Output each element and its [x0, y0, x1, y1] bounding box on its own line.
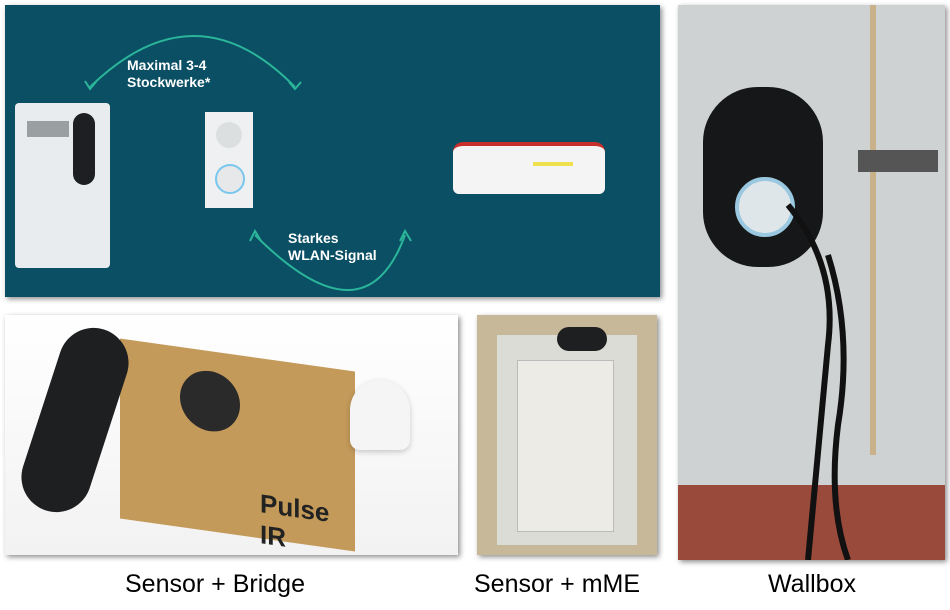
electricity-meter	[15, 103, 110, 268]
ir-sensor	[12, 318, 138, 522]
coverage-illustration: Maximal 3-4 Stockwerke* Starkes WLAN-Sig…	[5, 5, 660, 297]
range-label-line1: Maximal 3-4	[127, 57, 207, 73]
smart-meter	[517, 360, 614, 532]
ir-sensor	[73, 113, 95, 185]
range-label: Maximal 3-4 Stockwerke*	[127, 57, 210, 91]
wallbox-photo	[678, 5, 945, 560]
caption-wallbox: Wallbox	[768, 570, 856, 598]
wall-socket-bridge	[205, 112, 253, 208]
caption-sensor-bridge: Sensor + Bridge	[125, 570, 305, 598]
tool-holder	[858, 150, 938, 172]
caption-sensor-mme: Sensor + mME	[474, 570, 641, 598]
signal-label: Starkes WLAN-Signal	[288, 230, 377, 264]
broom	[870, 5, 876, 455]
box-label: Pulse IR	[260, 488, 330, 553]
range-label-line2: Stockwerke*	[127, 74, 211, 90]
signal-arrows	[84, 35, 412, 291]
bridge-plug	[350, 380, 410, 450]
sensor-mme-photo	[477, 315, 657, 555]
wifi-router	[453, 142, 605, 194]
ir-sensor	[557, 327, 607, 351]
product-box: Pulse IR	[120, 338, 355, 553]
signal-label-line2: WLAN-Signal	[288, 247, 377, 263]
charging-cable	[785, 203, 851, 560]
signal-label-line1: Starkes	[288, 230, 339, 246]
sensor-bridge-photo: Pulse IR	[5, 315, 458, 555]
